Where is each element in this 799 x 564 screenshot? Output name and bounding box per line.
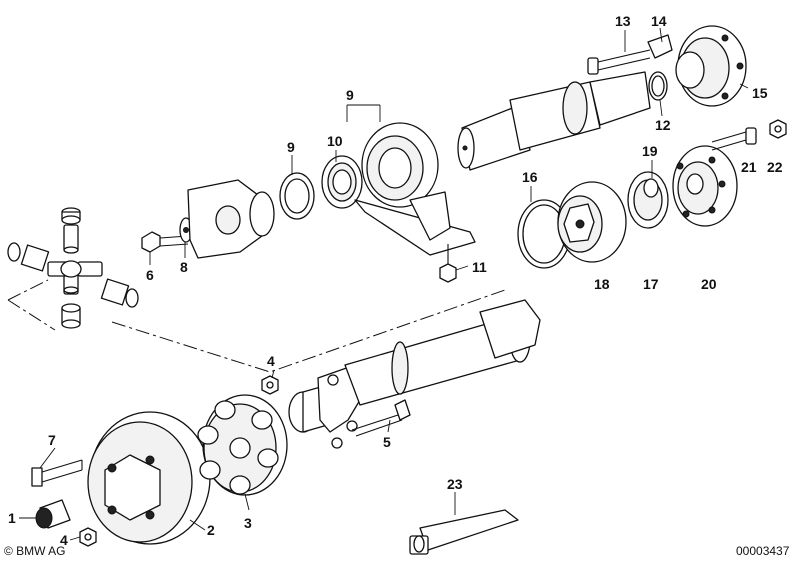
callout-14: 13 bbox=[615, 13, 631, 29]
seal-ring-17-left bbox=[517, 199, 571, 269]
callout-21: 21 bbox=[741, 159, 757, 175]
bearing-cup-left bbox=[7, 242, 50, 272]
flange-yoke bbox=[187, 179, 275, 259]
callout-19: 19 bbox=[642, 143, 658, 159]
callout-11: 10 bbox=[327, 133, 343, 149]
callout-18: 18 bbox=[594, 276, 610, 292]
circlip-13 bbox=[648, 71, 668, 101]
bolt-12 bbox=[439, 244, 457, 283]
bearing-cup-right bbox=[100, 278, 139, 308]
callout-10: 9 bbox=[346, 87, 354, 103]
sleeve-1 bbox=[35, 499, 71, 529]
rear-propeller-shaft bbox=[457, 71, 651, 171]
vibration-damper bbox=[87, 411, 211, 545]
bolt-14 bbox=[587, 49, 651, 75]
callout-12: 11 bbox=[472, 259, 487, 275]
callout-1: 1 bbox=[8, 510, 16, 526]
callout-8: 8 bbox=[180, 259, 188, 275]
universal-joint-cross bbox=[47, 224, 103, 295]
callout-6: 7 bbox=[48, 432, 56, 448]
callout-16: 15 bbox=[752, 85, 768, 101]
flex-disc bbox=[197, 394, 288, 496]
callout-3: 3 bbox=[244, 515, 252, 531]
grease-tube-23 bbox=[409, 509, 519, 555]
callout-15: 14 bbox=[651, 13, 667, 29]
flange-20 bbox=[672, 145, 738, 227]
flange-16 bbox=[675, 25, 747, 107]
front-propeller-shaft bbox=[288, 299, 541, 449]
callout-22: 22 bbox=[767, 159, 783, 175]
bearing-cup-bottom bbox=[61, 303, 81, 329]
callout-17-top: 16 bbox=[522, 169, 538, 185]
lock-plate-15 bbox=[647, 34, 673, 59]
bolt-6 bbox=[31, 459, 83, 487]
callout-4-lower: 4 bbox=[60, 532, 68, 548]
bearing-cup-top bbox=[61, 207, 81, 225]
callout-13: 12 bbox=[655, 117, 671, 133]
callout-23: 23 bbox=[447, 476, 463, 492]
assembly-dash-line bbox=[7, 279, 506, 373]
callout-2: 2 bbox=[207, 522, 215, 538]
image-number: 00003437 bbox=[736, 544, 790, 558]
cv-joint-18 bbox=[557, 181, 627, 263]
circlip-19 bbox=[643, 178, 659, 198]
callout-9: 9 bbox=[287, 139, 295, 155]
bolt-5 bbox=[351, 399, 411, 437]
copyright-label: © BMW AG bbox=[4, 544, 66, 558]
nut-4-upper bbox=[261, 375, 279, 395]
leader-lines bbox=[19, 27, 749, 541]
callout-20: 20 bbox=[701, 276, 717, 292]
callout-7: 6 bbox=[146, 267, 154, 283]
bolt-21 bbox=[711, 127, 757, 151]
callout-4-upper: 4 bbox=[267, 353, 275, 369]
ball-bearing-11 bbox=[321, 155, 363, 209]
callout-17-bottom: 17 bbox=[643, 276, 659, 292]
nut-22 bbox=[769, 119, 787, 139]
center-bearing-support bbox=[354, 122, 476, 256]
nut-4-lower bbox=[79, 527, 97, 547]
seal-9 bbox=[279, 172, 315, 220]
callout-5: 5 bbox=[383, 434, 391, 450]
callout-labels: 9 10 9 13 14 15 12 16 19 21 22 18 17 20 … bbox=[8, 13, 783, 548]
